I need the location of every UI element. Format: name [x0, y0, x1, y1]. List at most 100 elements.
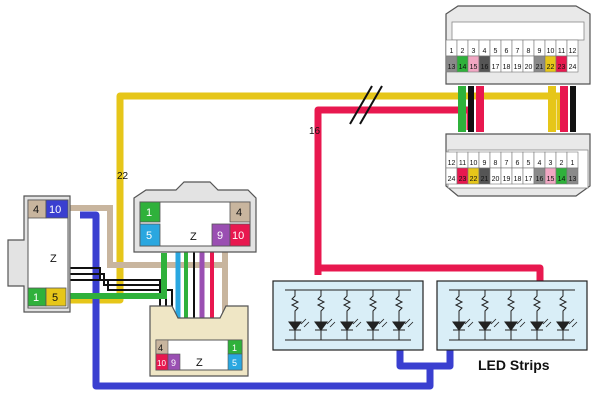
mid-row2-pin-label: 14	[558, 176, 566, 183]
center-pin-1-label: 1	[146, 207, 152, 219]
left-pin-1-label: 1	[33, 292, 39, 304]
resistor-icon	[558, 290, 568, 322]
mid-row1-pin-label: 1	[571, 160, 575, 167]
light-ray-icon	[326, 318, 336, 328]
red-wire-strips	[318, 264, 544, 282]
led-strip-left	[272, 280, 424, 351]
light-ray-icon	[404, 318, 414, 328]
left-connector: 4 10 Z 1 5	[7, 195, 71, 313]
resistor-icon	[368, 290, 378, 322]
top-row2-pin-label: 24	[569, 64, 577, 71]
top-row2-pin-label: 16	[481, 64, 489, 71]
mid-row1-pin-label: 10	[470, 160, 478, 167]
top-row1-pin-label: 7	[516, 48, 520, 55]
top-row1-pin-label: 10	[547, 48, 555, 55]
wire-16-label: 16	[309, 126, 321, 137]
bottom-pin-5-label: 5	[232, 358, 237, 368]
top-row2-pin-label: 21	[536, 64, 544, 71]
center-center-mark: Z	[190, 231, 197, 243]
light-ray-icon	[568, 318, 578, 328]
light-ray-icon	[516, 318, 526, 328]
top-row1-pin-label: 12	[569, 48, 577, 55]
top-row2-pin-label: 23	[558, 64, 566, 71]
bottom-pin-4-label: 4	[158, 343, 163, 353]
mid-row2-pin-label: 16	[536, 176, 544, 183]
mid-row2-pin-label: 21	[481, 176, 489, 183]
top-row2-pin-label: 15	[470, 64, 478, 71]
light-ray-icon	[352, 318, 362, 328]
top-row2-pin-label: 14	[459, 64, 467, 71]
top-row2-pin-label: 13	[448, 64, 456, 71]
bundle-green	[458, 86, 466, 132]
top-row2-pin-label: 19	[514, 64, 522, 71]
black-wire-3	[70, 279, 173, 330]
top-row1-pin-label: 2	[461, 48, 465, 55]
center-pin-4-label: 4	[236, 207, 242, 219]
mid-row2-pin-label: 20	[492, 176, 500, 183]
top-row2-cell	[566, 55, 579, 73]
top-row1-pin-label: 1	[450, 48, 454, 55]
top-row2-pin-label: 17	[492, 64, 500, 71]
mid-row2-cell	[566, 167, 579, 185]
mid-row2-pin-label: 24	[448, 176, 456, 183]
left-pin-10-label: 10	[49, 204, 61, 216]
mid-row2-pin-label: 19	[503, 176, 511, 183]
top-row1-pin-label: 9	[538, 48, 542, 55]
top-row1-pin-label: 11	[558, 48, 565, 55]
light-ray-icon	[300, 318, 310, 328]
top-row1-pin-label: 3	[472, 48, 476, 55]
bottom-center-mark: Z	[196, 357, 203, 369]
light-ray-icon	[378, 318, 388, 328]
mid-row2-pin-label: 17	[525, 176, 533, 183]
resistor-icon	[342, 290, 352, 322]
bottom-connector: 4 10 9 Z 1 5	[149, 305, 249, 377]
bundle-black-2	[570, 86, 576, 132]
mid-row1-pin-label: 12	[448, 160, 456, 167]
mid-row1-pin-label: 6	[516, 160, 520, 167]
mid-row2-pin-label: 23	[459, 176, 467, 183]
led-strips-label: LED Strips	[478, 357, 550, 373]
mid-row1-pin-label: 7	[505, 160, 509, 167]
top-row1-pin-label: 6	[505, 48, 509, 55]
led-strip-right	[436, 280, 588, 351]
bundle-red	[476, 86, 484, 132]
top-row1-pin-label: 5	[494, 48, 498, 55]
wire-22-label: 22	[117, 171, 129, 182]
tan-wire	[70, 205, 228, 268]
center-pin-5-label: 5	[146, 230, 152, 242]
top-row2-pin-label: 18	[503, 64, 511, 71]
top-row1-pin-label: 8	[527, 48, 531, 55]
mid-row2-pin-label: 18	[514, 176, 522, 183]
top-row1-pin-label: 4	[483, 48, 487, 55]
break-mark-2	[359, 85, 383, 125]
mid-row1-pin-label: 2	[560, 160, 564, 167]
mid-row1-pin-label: 8	[494, 160, 498, 167]
mid-row2-pin-label: 15	[547, 176, 555, 183]
resistor-icon	[290, 290, 300, 322]
bottom-pin-10-label: 10	[157, 359, 166, 368]
bottom-pin-9-label: 9	[171, 358, 176, 368]
center-pin-10	[229, 223, 251, 247]
center-pin-5	[139, 223, 161, 247]
bundle-black-1	[468, 86, 474, 132]
left-pin-5-label: 5	[52, 292, 58, 304]
left-pin-5	[45, 287, 67, 307]
center-pin-4	[229, 201, 251, 223]
blue-wire-strips	[400, 348, 454, 370]
center-pin-9-label: 9	[217, 230, 223, 242]
bottom-pin-9	[167, 353, 181, 371]
light-ray-icon	[490, 318, 500, 328]
black-wire-2	[70, 273, 167, 330]
mid-row2-pin-label: 22	[470, 176, 478, 183]
mid-row1-pin-label: 3	[549, 160, 553, 167]
resistor-icon	[394, 290, 404, 322]
bottom-pin-5	[227, 353, 243, 371]
left-center-mark: Z	[50, 253, 57, 265]
top-row2-pin-label: 22	[547, 64, 555, 71]
bundle-red-2	[560, 86, 568, 132]
bundle-yellow	[548, 86, 556, 132]
